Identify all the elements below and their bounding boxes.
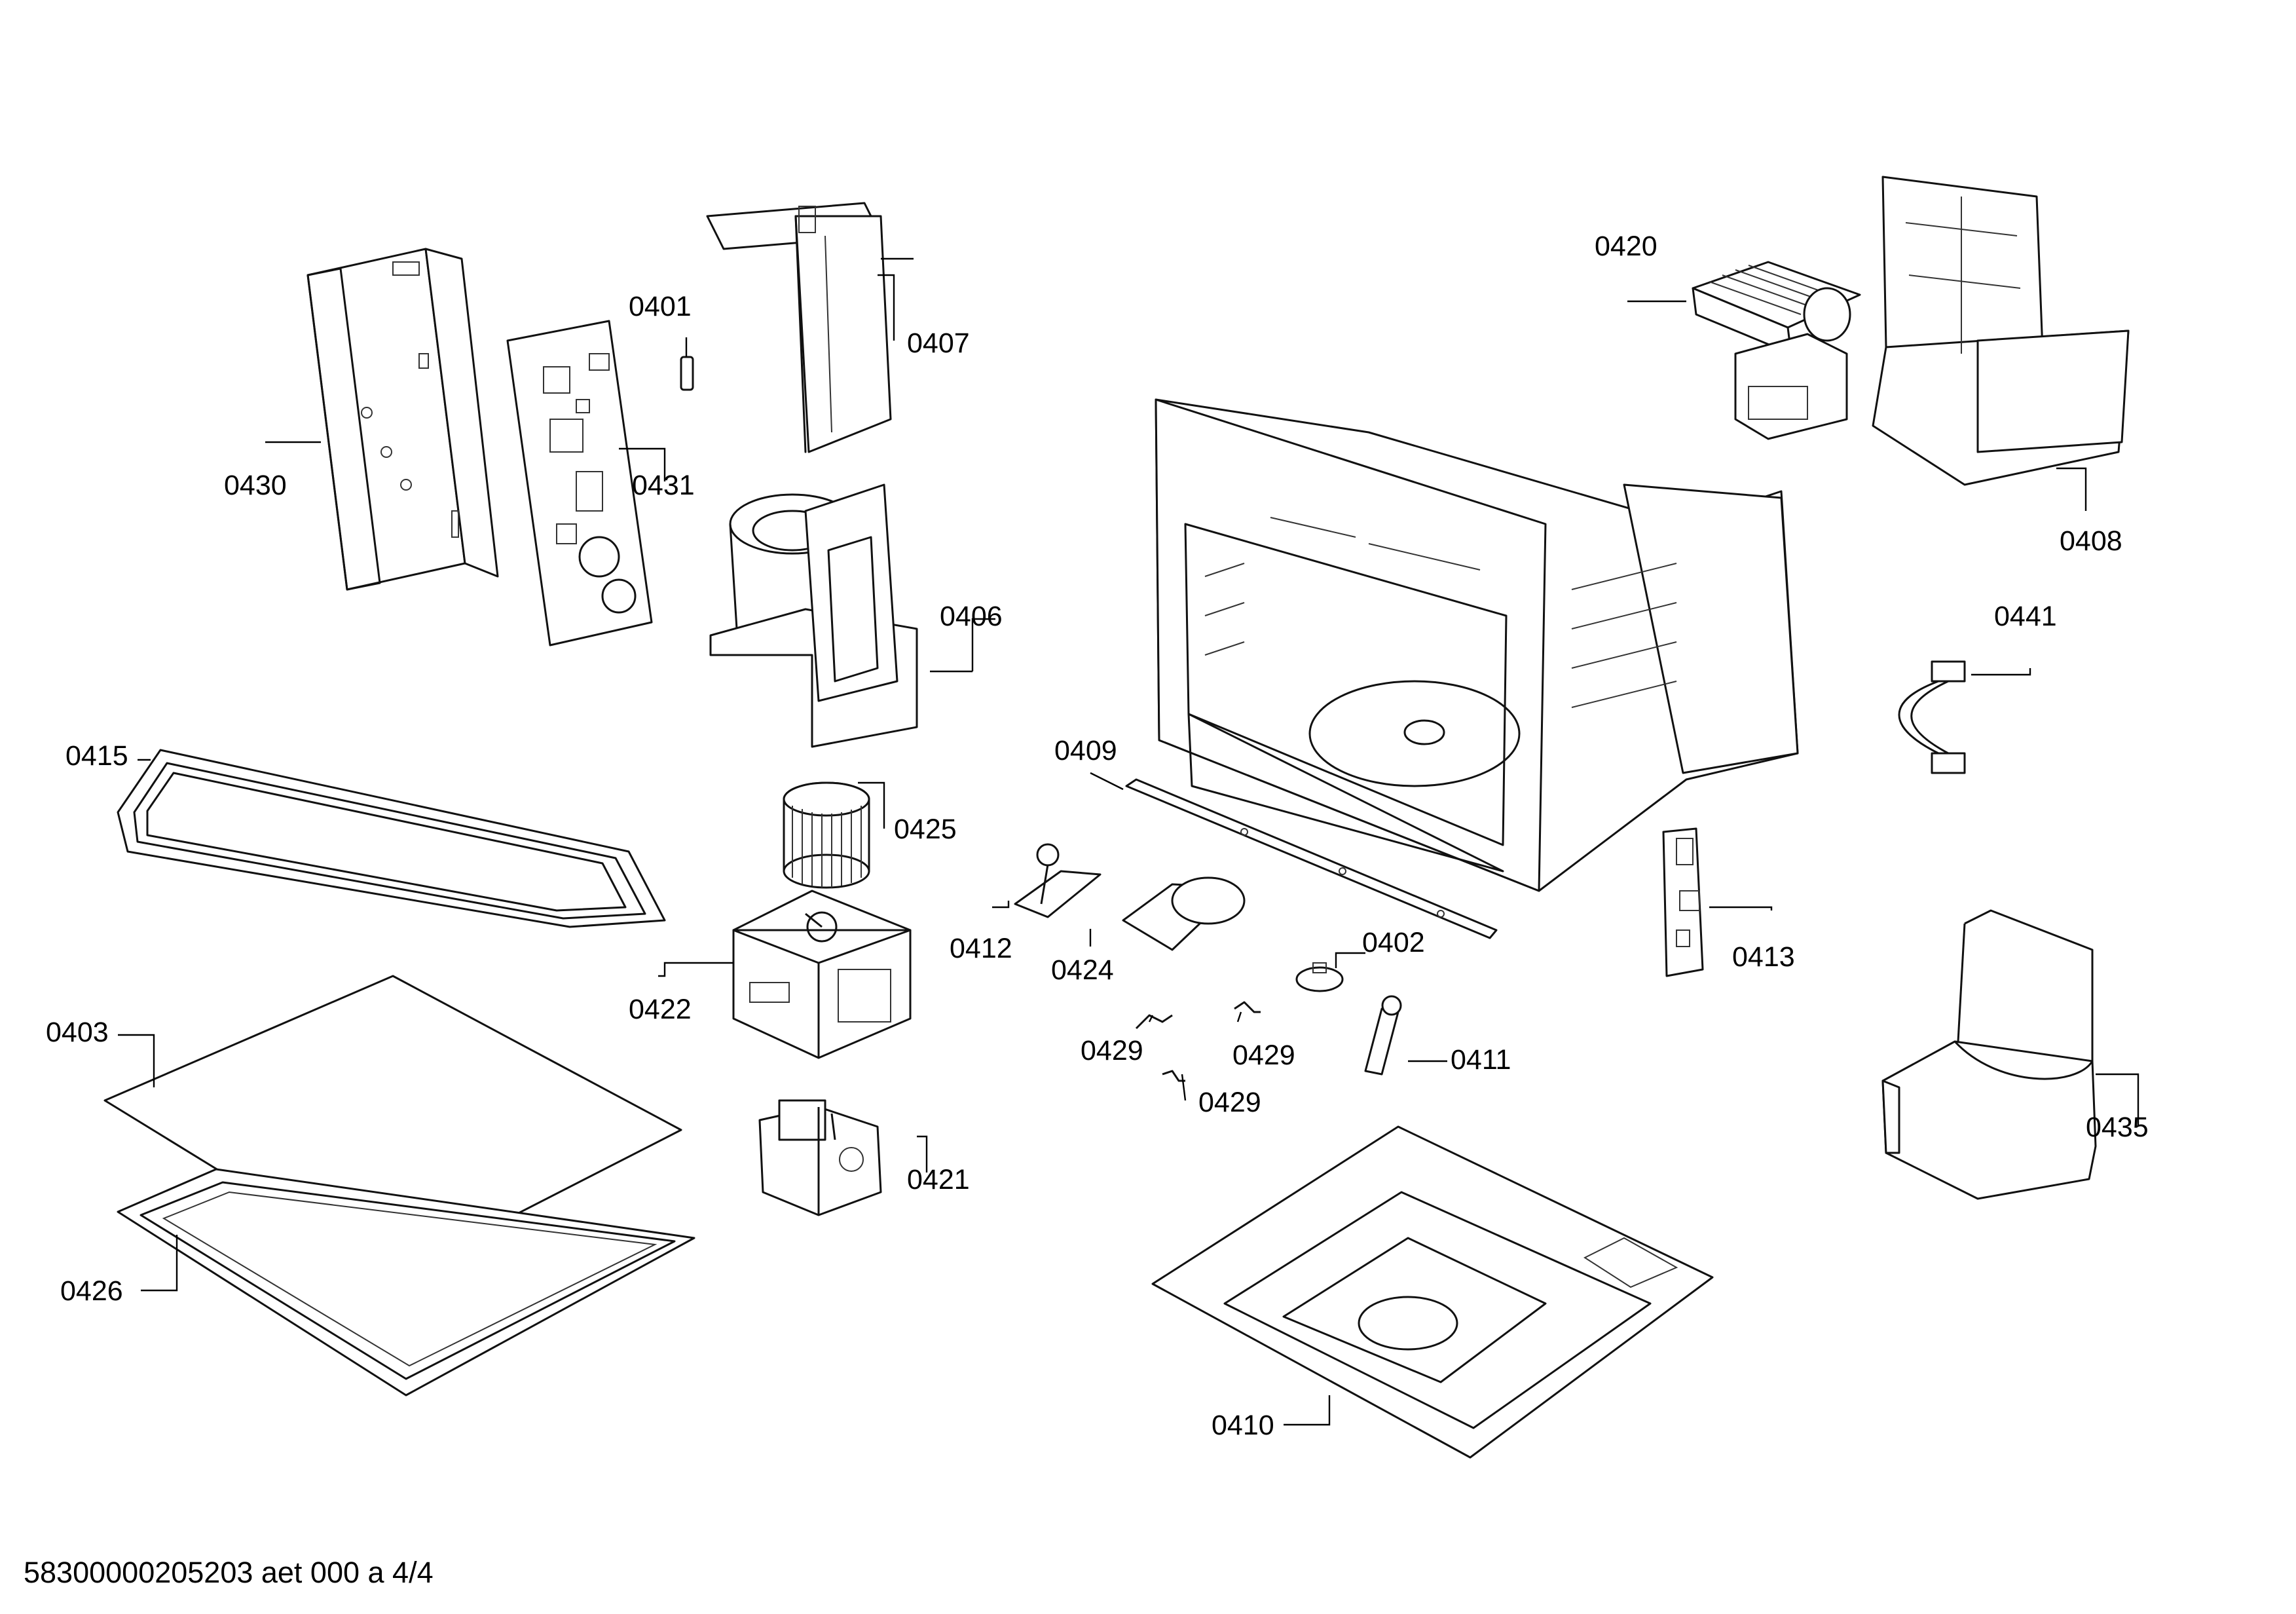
callout-0429-a[interactable]: 0429 [1081,1035,1143,1066]
callout-0413[interactable]: 0413 [1732,941,1795,973]
callout-0441[interactable]: 0441 [1994,601,2057,632]
callout-0401[interactable]: 0401 [629,291,692,322]
callout-0406[interactable]: 0406 [940,601,1003,632]
part-0422-motor-bracket [732,890,912,1059]
part-0435-side-cover [1881,909,2097,1200]
part-0401-fuse [680,356,694,391]
document-footer-code: 58300000205203 aet 000 a 4/4 [24,1556,434,1589]
part-0412-hinge [1014,843,1102,918]
part-0410-base-plate [1151,1125,1714,1459]
part-0420-magnetron [1692,261,1861,440]
callout-labels: 0430 0431 0401 0407 0406 0425 0422 0421 … [46,231,2149,1441]
callout-0402[interactable]: 0402 [1362,927,1425,958]
callout-0435[interactable]: 0435 [2086,1112,2149,1143]
part-0407-air-duct [706,202,892,453]
part-0409-front-strip [1125,778,1498,939]
callout-0403[interactable]: 0403 [46,1017,109,1048]
callout-0431[interactable]: 0431 [632,470,695,501]
callout-0415[interactable]: 0415 [65,740,128,772]
part-0431-circuit-board [506,320,653,647]
callout-0407[interactable]: 0407 [907,328,970,359]
callout-0421[interactable]: 0421 [907,1164,970,1195]
callout-0411[interactable]: 0411 [1451,1044,1511,1076]
callout-0425[interactable]: 0425 [894,814,957,845]
part-0406-blower-housing [709,483,918,748]
part-0425-fan-wheel [783,781,870,889]
callout-0410[interactable]: 0410 [1212,1410,1274,1441]
leader-lines [118,257,2139,1426]
callout-0409[interactable]: 0409 [1054,735,1117,766]
callout-0430[interactable]: 0430 [224,470,287,501]
part-0426-inner-frame [117,1168,695,1397]
part-0421-fan-motor [758,1099,882,1216]
part-0424-mounting-plate [1122,876,1246,951]
callout-0429-b[interactable]: 0429 [1232,1040,1295,1071]
callout-0412[interactable]: 0412 [950,933,1012,964]
callout-0422[interactable]: 0422 [629,994,692,1025]
part-0408-cover-bracket [1872,176,2130,486]
part-0429-clips [1135,1001,1261,1082]
part-0411-lever [1364,995,1402,1076]
part-0413-switch-assembly [1662,827,1704,977]
part-0430-housing-panel [306,248,499,591]
oven-cavity [1155,398,1799,892]
part-0441-cable [1898,660,1966,774]
part-0415-door-seal [117,749,666,928]
callout-0408[interactable]: 0408 [2060,525,2122,557]
callout-0420[interactable]: 0420 [1595,231,1657,262]
callout-0426[interactable]: 0426 [60,1275,123,1307]
part-0402-turntable-motor [1295,962,1344,992]
callout-0424[interactable]: 0424 [1051,954,1114,986]
callout-0429-c[interactable]: 0429 [1198,1087,1261,1118]
